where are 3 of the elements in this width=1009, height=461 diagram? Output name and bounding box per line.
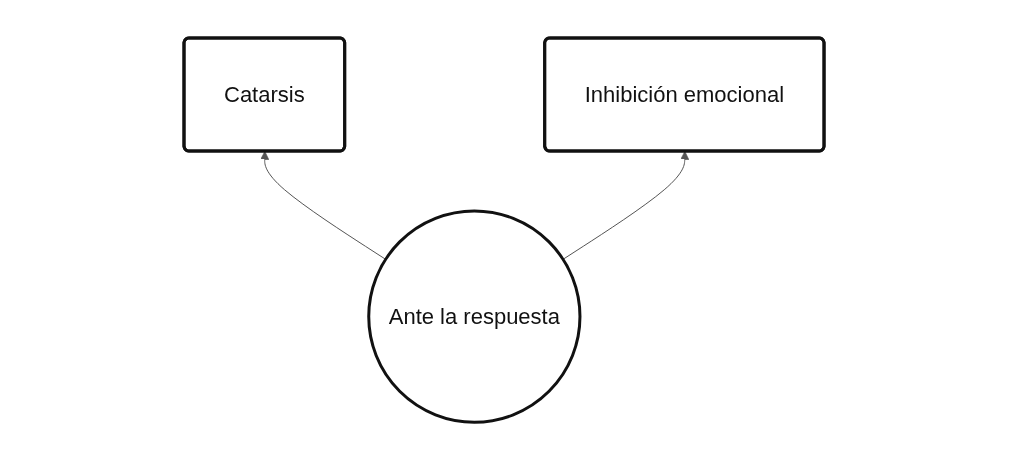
arrow — [563, 151, 690, 261]
node-circle: Ante la respuesta — [367, 209, 582, 425]
arrow — [260, 151, 387, 261]
